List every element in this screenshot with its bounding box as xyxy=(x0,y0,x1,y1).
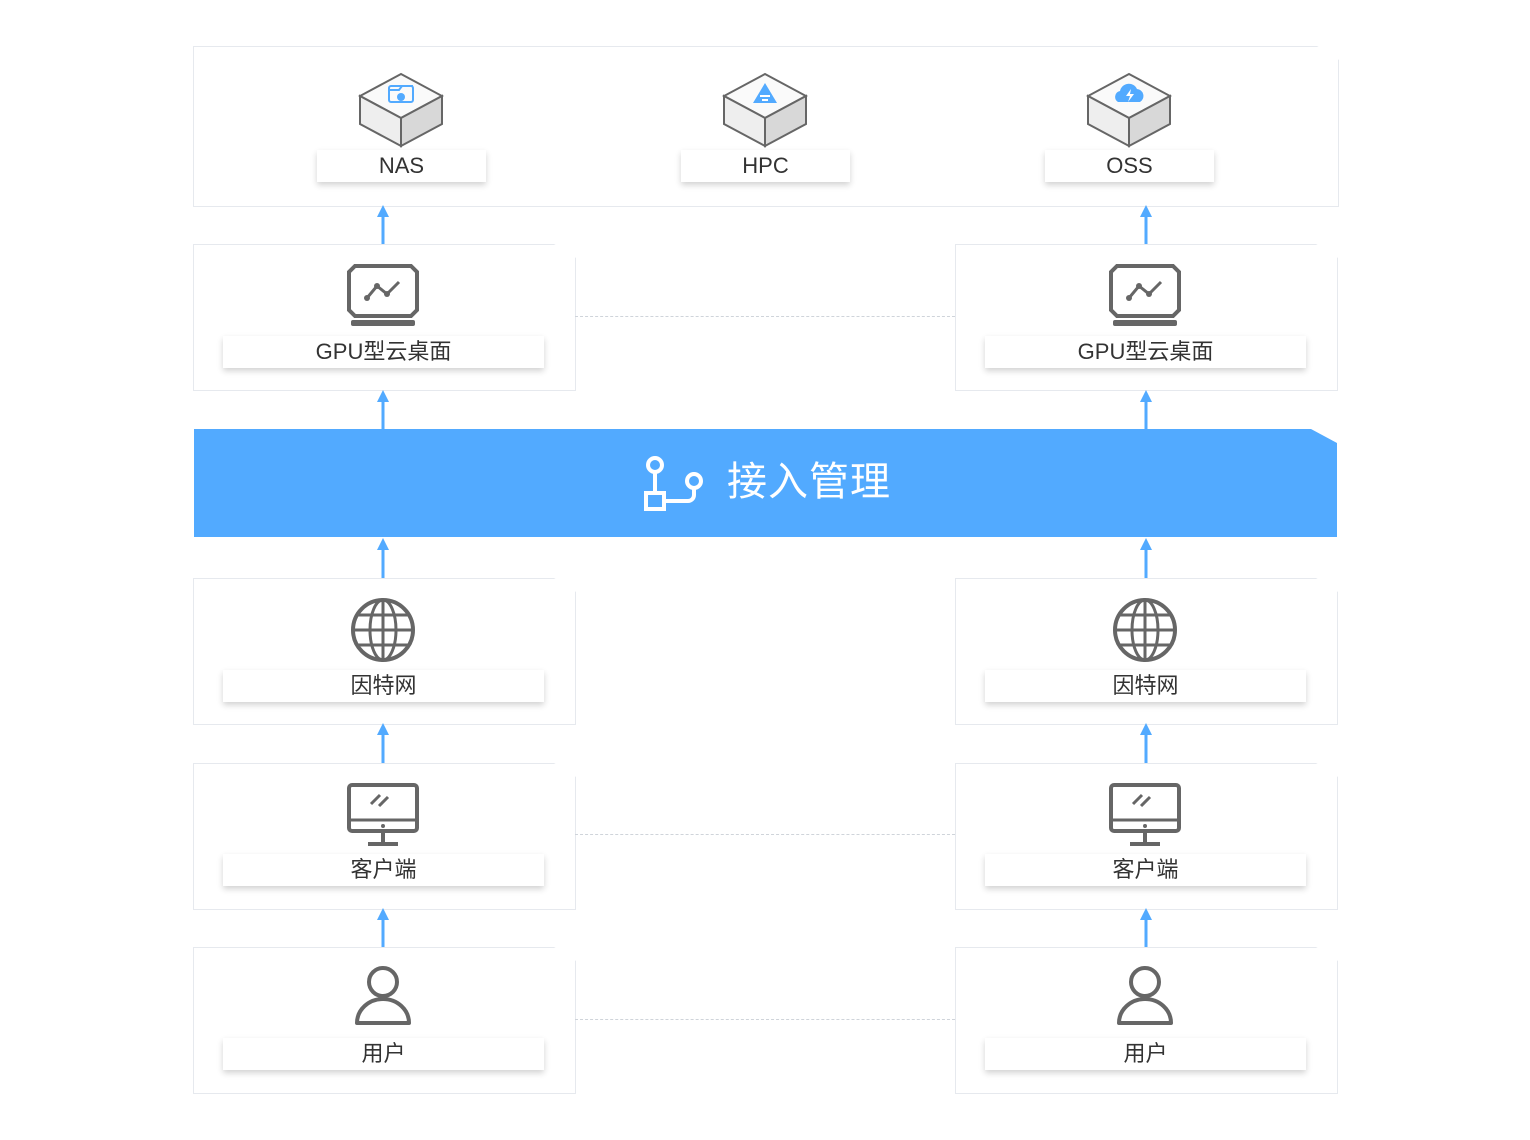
arrow-up-icon xyxy=(377,205,389,245)
hpc-label: HPC xyxy=(681,150,850,182)
gpu-desktop-label-right: GPU型云桌面 xyxy=(985,336,1306,368)
access-management-label: 接入管理 xyxy=(727,460,891,504)
nas-cube-icon xyxy=(358,72,444,148)
client-label-left: 客户端 xyxy=(223,854,544,886)
internet-label-left: 因特网 xyxy=(223,670,544,702)
user-icon xyxy=(1117,966,1173,1025)
hpc-cube-icon xyxy=(722,72,808,148)
user-label-right: 用户 xyxy=(985,1038,1306,1070)
client-label-right: 客户端 xyxy=(985,854,1306,886)
monitor-icon xyxy=(347,783,419,846)
arrow-up-icon xyxy=(1140,390,1152,430)
arrow-up-icon xyxy=(377,538,389,578)
cloud-desktop-icon xyxy=(1109,264,1181,326)
arrow-up-icon xyxy=(1140,205,1152,245)
gpu-desktop-label-left: GPU型云桌面 xyxy=(223,336,544,368)
oss-label: OSS xyxy=(1045,150,1214,182)
connector-dashed-line xyxy=(575,316,955,317)
arrow-up-icon xyxy=(1140,723,1152,763)
connection-flow-icon xyxy=(644,456,703,511)
cloud-desktop-icon xyxy=(347,264,419,326)
arrow-up-icon xyxy=(377,723,389,763)
oss-cube-icon xyxy=(1086,72,1172,148)
user-label-left: 用户 xyxy=(223,1038,544,1070)
internet-label-right: 因特网 xyxy=(985,670,1306,702)
globe-icon xyxy=(351,598,415,662)
arrow-up-icon xyxy=(377,390,389,430)
access-management-band xyxy=(194,429,1337,537)
connector-dashed-line xyxy=(575,834,955,835)
nas-label: NAS xyxy=(317,150,486,182)
monitor-icon xyxy=(1109,783,1181,846)
arrow-up-icon xyxy=(1140,908,1152,948)
connector-dashed-line xyxy=(575,1019,955,1020)
user-icon xyxy=(355,966,411,1025)
arrow-up-icon xyxy=(1140,538,1152,578)
globe-icon xyxy=(1113,598,1177,662)
arrow-up-icon xyxy=(377,908,389,948)
